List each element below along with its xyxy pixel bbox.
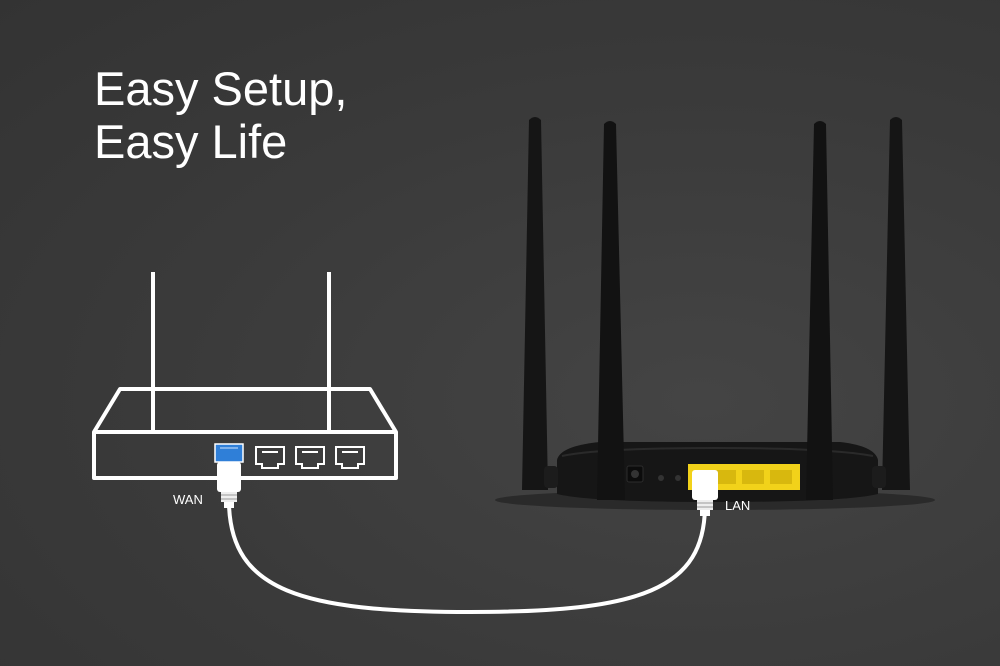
router-photo bbox=[495, 117, 935, 516]
outline-lan-port-3 bbox=[335, 446, 365, 469]
outline-lan-port-1 bbox=[255, 446, 285, 469]
ethernet-cable bbox=[227, 503, 707, 615]
wan-plug bbox=[217, 462, 241, 508]
antenna-2 bbox=[597, 121, 625, 500]
outline-router bbox=[92, 272, 398, 480]
reset-button bbox=[658, 475, 664, 481]
wan-port bbox=[214, 443, 244, 463]
lan-label: LAN bbox=[725, 498, 751, 513]
headline-line-1: Easy Setup, bbox=[94, 62, 348, 115]
antenna-1 bbox=[522, 117, 548, 490]
lan-plug bbox=[692, 470, 718, 516]
antenna-4 bbox=[882, 117, 910, 490]
wan-label: WAN bbox=[173, 492, 203, 507]
antenna-3 bbox=[806, 121, 833, 500]
headline: Easy Setup, Easy Life bbox=[94, 62, 347, 168]
headline-line-2: Easy Life bbox=[94, 115, 288, 168]
outline-lan-port-2 bbox=[295, 446, 325, 469]
